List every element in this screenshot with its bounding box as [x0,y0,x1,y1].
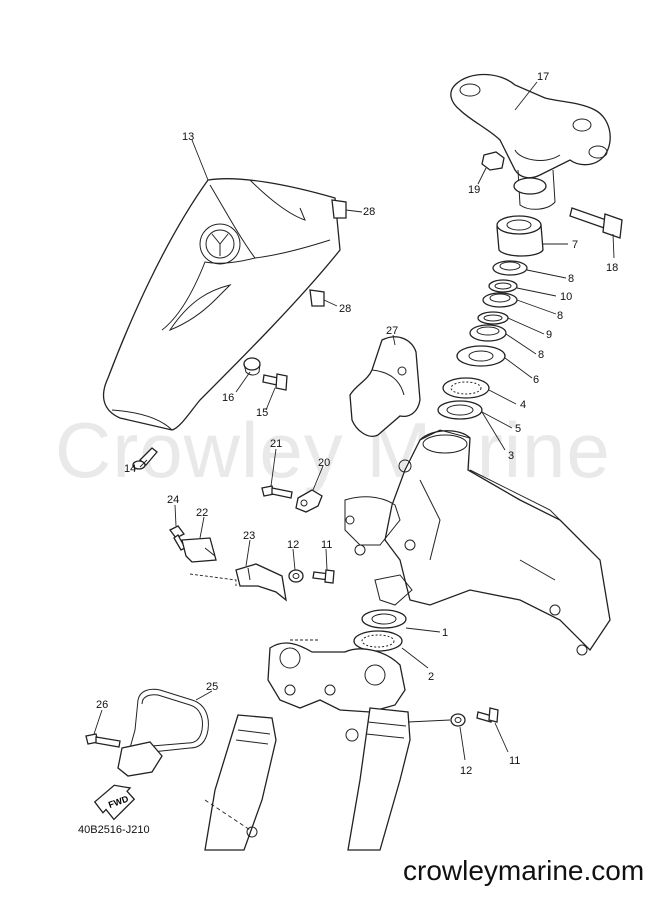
callout-13: 13 [182,131,194,143]
hose-guide-25-part [117,688,209,777]
clamp-20-part [295,489,323,513]
fwd-arrow-icon: FWD [93,784,136,821]
callout-28-upper: 28 [363,206,375,218]
ring-nut-upper-part [492,260,528,276]
callout-10: 10 [560,291,572,303]
race-5-part [437,400,483,420]
bolt-18-part [569,207,623,239]
callout-5: 5 [515,423,521,435]
callout-20: 20 [318,457,330,469]
collar-12-upper-part [288,569,304,583]
cover-6-part [456,345,506,367]
callout-22: 22 [196,507,208,519]
callout-8-lower: 8 [538,349,544,361]
collar-7-part [496,215,544,257]
bearing-2-part [353,630,403,652]
callout-26: 26 [96,699,108,711]
callout-7: 7 [572,239,578,251]
bolt-11-lower-part [476,707,499,723]
washer-10-part [488,279,518,293]
callout-8-upper: 8 [568,273,574,285]
website-label: crowleymarine.com [403,855,645,886]
race-1-part [361,609,407,629]
bolt-26-part [85,733,121,748]
nut-19-part [481,151,505,171]
ring-nut-lower-part [469,324,507,342]
callout-15: 15 [256,407,268,419]
stay-22-part [181,537,217,563]
bolt-24-part [169,525,186,551]
bearing-4-part [442,377,490,399]
callout-numbers: 17 19 7 18 8 10 8 9 8 6 4 5 3 13 28 28 2… [96,71,618,777]
callout-25: 25 [206,681,218,693]
washer-9-part [477,311,509,325]
callout-2: 2 [428,671,434,683]
callout-17: 17 [537,71,549,83]
bolt-11-upper-part [312,569,335,584]
callout-9: 9 [546,329,552,341]
callout-28-lower: 28 [339,303,351,315]
callout-27: 27 [386,325,398,337]
callout-4: 4 [520,399,526,411]
callout-12-upper: 12 [287,539,299,551]
screw-14-part [132,447,158,470]
leader-lines [93,81,615,761]
callout-14: 14 [124,463,136,475]
callout-21: 21 [270,438,282,450]
lower-bracket-part [267,642,406,713]
collar-12-lower-part [450,713,466,727]
callout-6: 6 [533,374,539,386]
diagram-code: 40B2516-J210 [78,824,150,836]
clip-28-lower-part [309,289,325,307]
frame-part [344,429,611,656]
callout-11-upper: 11 [321,539,332,551]
callout-8-middle: 8 [557,310,563,322]
collar-16-part [243,357,261,376]
callout-24: 24 [167,494,179,506]
callout-23: 23 [243,530,255,542]
fork-tube-right-part [345,707,411,851]
callout-3: 3 [508,450,514,462]
callout-18: 18 [606,262,618,274]
bolt-21-part [261,485,293,499]
ring-nut-middle-part [482,292,518,308]
front-cover-part [102,178,341,431]
callout-1: 1 [442,627,448,639]
callout-19: 19 [468,184,480,196]
callout-12-lower: 12 [460,765,472,777]
lock-washer-part [513,177,547,195]
fork-tube-left-part [204,714,277,851]
upper-bracket-part [450,73,611,210]
cover-27-part [349,336,421,437]
bolt-15-part [262,373,288,391]
bracket-23-part [235,563,287,602]
callout-11-lower: 11 [509,755,520,767]
callout-16: 16 [222,392,234,404]
clip-28-upper-part [331,199,347,219]
fork-bolt-part [246,826,258,838]
